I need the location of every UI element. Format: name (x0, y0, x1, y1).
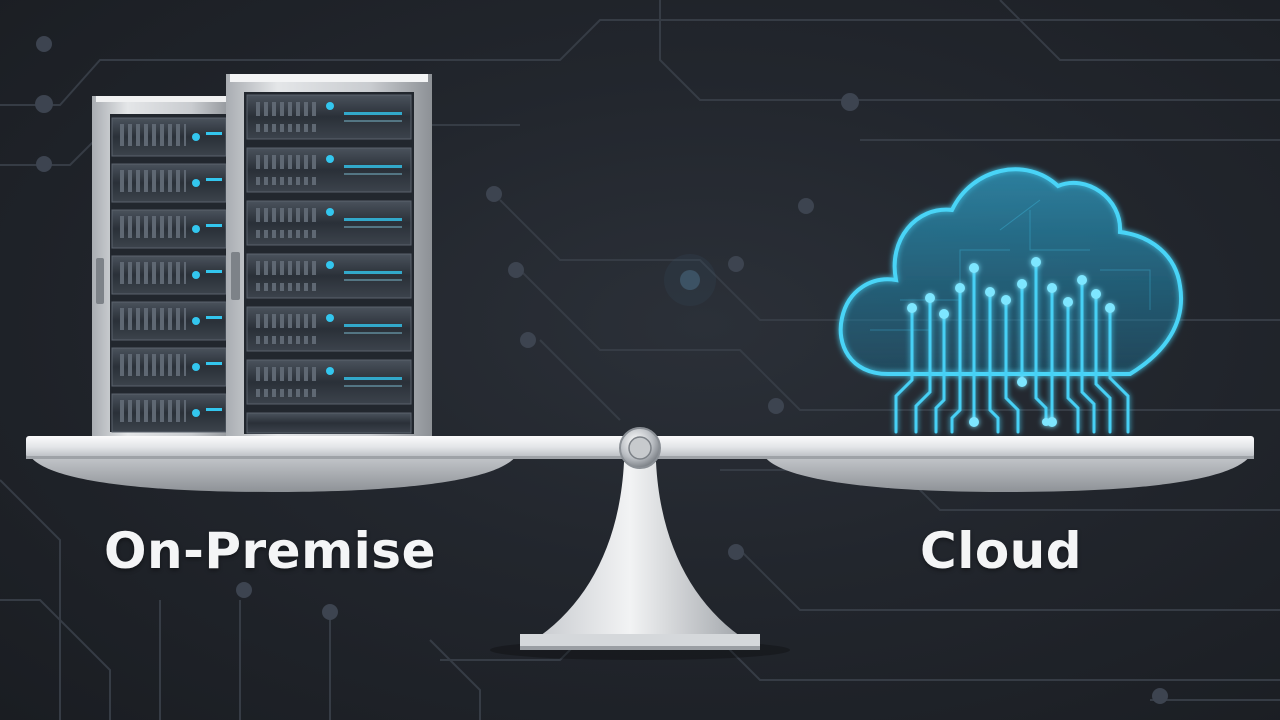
rack-left (92, 96, 234, 436)
rack-right (226, 74, 432, 436)
on-premise-label: On-Premise (104, 522, 436, 580)
cloud-label: Cloud (920, 522, 1083, 580)
